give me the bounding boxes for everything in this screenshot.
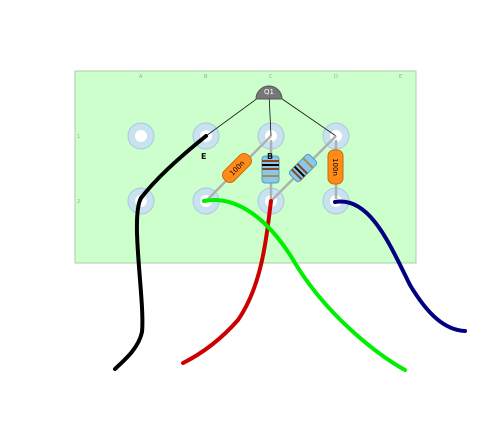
board-col-label-e: E xyxy=(399,74,402,80)
capacitor-1: 100n xyxy=(222,153,252,183)
board-row-label-1: 1 xyxy=(77,134,80,140)
wire-navy xyxy=(333,199,467,333)
board-col-label-d: D xyxy=(334,74,338,80)
pad xyxy=(127,122,155,150)
capacitor-2-label: 100n xyxy=(331,158,339,176)
emitter-pin-label: E xyxy=(201,152,206,161)
board-col-label-a: A xyxy=(139,74,143,80)
base-pin-label: B xyxy=(267,152,273,161)
resistor-1 xyxy=(261,155,280,184)
board-col-label-c: C xyxy=(269,74,273,80)
transistor-label: Q1 xyxy=(264,88,274,96)
board-row-label-2: 2 xyxy=(77,199,80,205)
wire-black xyxy=(113,134,208,371)
transistor-lead-base xyxy=(268,92,272,137)
capacitor-2: 100n xyxy=(327,149,344,185)
transistor-lead-collector xyxy=(271,91,337,137)
wire-green xyxy=(202,198,407,372)
resistor-2 xyxy=(288,153,318,183)
transistor-q1: Q1 xyxy=(255,85,283,100)
board-col-label-b: B xyxy=(204,74,208,80)
wire-red xyxy=(181,199,273,365)
